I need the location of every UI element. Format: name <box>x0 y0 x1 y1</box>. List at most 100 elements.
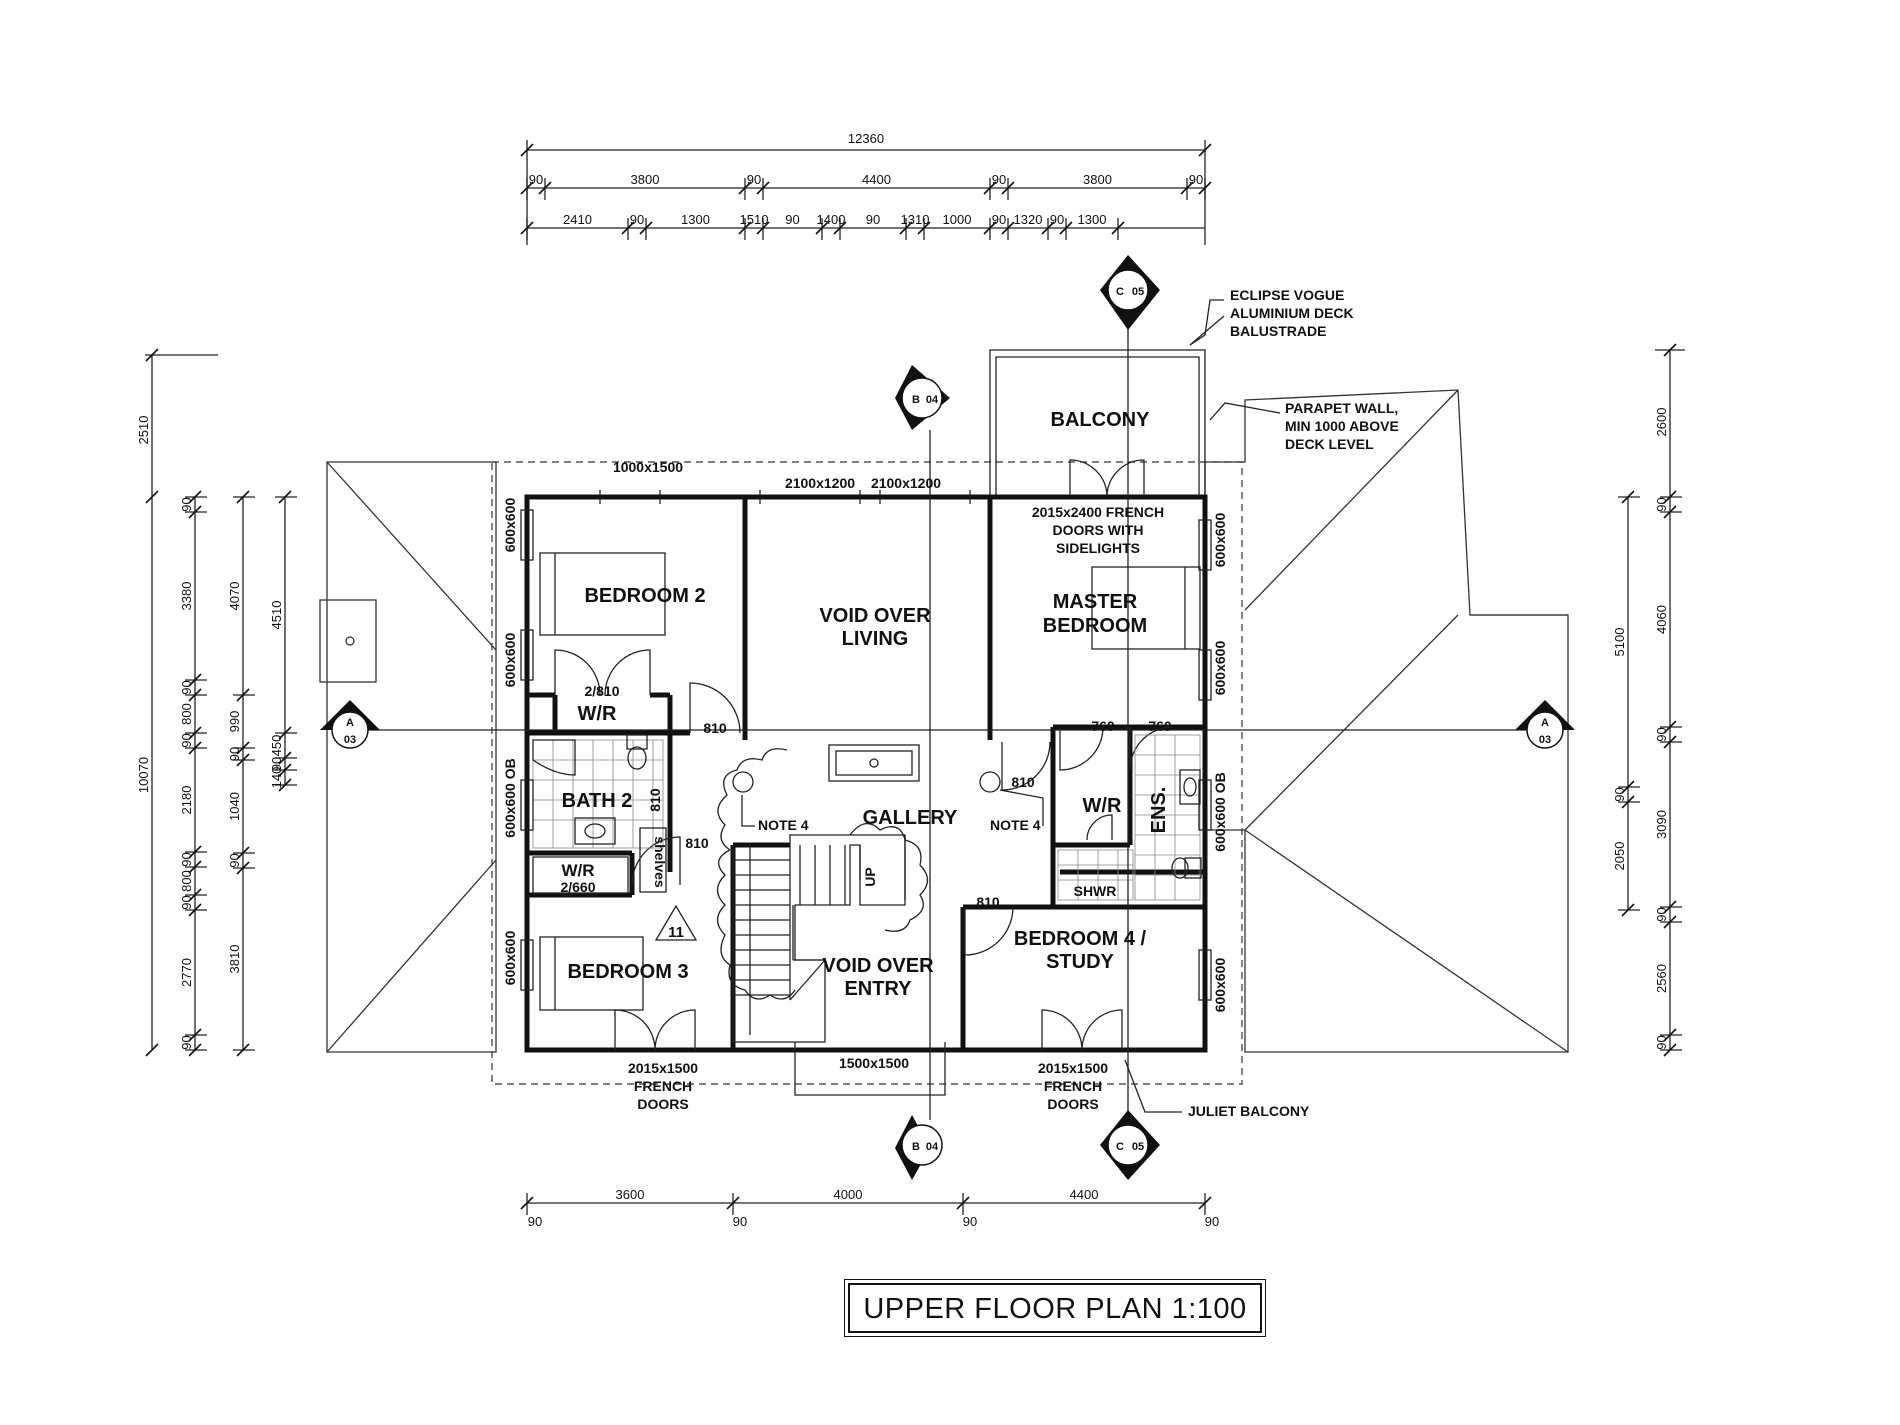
door-810-bed2: 810 <box>703 720 727 736</box>
dimension-value: 90 <box>179 497 194 511</box>
room-master-line2: BEDROOM <box>1043 615 1147 637</box>
door-2015x1500-bed4: 2015x1500 <box>1038 1060 1108 1076</box>
room-labels: BEDROOM 2 VOID OVER LIVING MASTER BEDROO… <box>561 409 1170 1000</box>
window-600x600ob-bath2: 600x600 OB <box>502 758 518 837</box>
balcony-outline <box>989 315 1225 497</box>
door-2015x1500-bed4-doors: DOORS <box>1047 1096 1098 1112</box>
drawing-title-box: UPPER FLOOR PLAN 1:100 <box>848 1283 1262 1333</box>
dimensions-right: 2600 <box>1627 343 1685 1050</box>
dimension-value: 90 <box>227 853 242 867</box>
dimension-value: 1320 <box>1014 212 1043 227</box>
note-parapet-3: DECK LEVEL <box>1285 436 1374 452</box>
stairs <box>732 834 946 1096</box>
dimension-value: 1300 <box>681 212 710 227</box>
roof-outline <box>319 389 1569 1053</box>
section-marker-b-top: B 04 <box>895 365 950 430</box>
dim-left-balcony: 2510 <box>136 416 151 445</box>
room-bedroom-2: BEDROOM 2 <box>584 585 705 607</box>
note-4-right: NOTE 4 <box>990 817 1041 833</box>
window-600x600-bed2a: 600x600 <box>502 498 518 553</box>
section-marker-a-right: A 03 <box>1515 700 1575 749</box>
note-balustrade-3: BALUSTRADE <box>1230 323 1326 339</box>
door-swings <box>554 459 1174 1051</box>
svg-text:C: C <box>1116 1141 1124 1153</box>
dimension-value: 4400 <box>1070 1187 1099 1202</box>
dimension-value: 90 <box>1654 907 1669 921</box>
dimension-value: 90 <box>179 1035 194 1049</box>
dimension-value: 90 <box>1654 727 1669 741</box>
dimension-value: 90 <box>630 212 644 227</box>
dim-top-overall: 12360 <box>848 131 884 146</box>
window-2100x1200-b: 2100x1200 <box>871 475 941 491</box>
room-wr-master: W/R <box>1083 795 1122 817</box>
dimension-value: 2180 <box>179 786 194 815</box>
dimension-value: 4000 <box>834 1187 863 1202</box>
window-1000x1500: 1000x1500 <box>613 459 683 475</box>
dimension-value: 1510 <box>740 212 769 227</box>
dimension-value: 90 <box>227 747 242 761</box>
dimension-value: 1400 <box>817 212 846 227</box>
dimension-value: 2050 <box>1612 842 1627 871</box>
dimension-value: 1300 <box>1078 212 1107 227</box>
dimension-value: 800 <box>179 703 194 725</box>
svg-text:A: A <box>1541 717 1549 729</box>
window-600x600-bed4: 600x600 <box>1212 958 1228 1013</box>
svg-text:05: 05 <box>1132 286 1144 298</box>
section-marker-c-top: C 05 <box>1100 255 1160 330</box>
dimension-value: 140 <box>269 767 284 789</box>
room-bath-2: BATH 2 <box>562 790 633 812</box>
dimension-value: 90 <box>992 172 1006 187</box>
dimension-value: 990 <box>227 711 242 733</box>
room-master-line1: MASTER <box>1053 591 1138 613</box>
door-810-bed3: 810 <box>685 835 709 851</box>
dimension-value: 90 <box>785 212 799 227</box>
door-2015x1500-bed3: 2015x1500 <box>628 1060 698 1076</box>
dimension-value: 4510 <box>269 601 284 630</box>
dimension-value: 90 <box>179 895 194 909</box>
door-2-810: 2/810 <box>584 683 619 699</box>
dimension-value: 90 <box>528 1214 542 1229</box>
section-lines <box>345 310 1545 1120</box>
room-void-living-line2: LIVING <box>842 628 909 650</box>
dimension-value: 4400 <box>862 172 891 187</box>
stair-up-label: UP <box>862 867 878 886</box>
note-french-doors-1: 2015x2400 FRENCH <box>1032 504 1164 520</box>
dimension-value: 90 <box>179 680 194 694</box>
drawing-title: UPPER FLOOR PLAN 1:100 <box>863 1293 1247 1325</box>
svg-text:03: 03 <box>1539 734 1551 746</box>
note-parapet-2: MIN 1000 ABOVE <box>1285 418 1399 434</box>
dim-left-overall: 10070 <box>136 757 151 793</box>
note-juliet-balcony: JULIET BALCONY <box>1188 1103 1310 1119</box>
svg-text:C: C <box>1116 286 1124 298</box>
window-1500x1500: 1500x1500 <box>839 1055 909 1071</box>
dimension-value: 1000 <box>943 212 972 227</box>
level-marker: 11 <box>668 924 684 941</box>
dimension-value: 800 <box>179 870 194 892</box>
room-wr-bed2: W/R <box>578 703 617 725</box>
eaves-line <box>491 461 1243 1085</box>
svg-text:04: 04 <box>926 394 939 406</box>
dimension-value: 90 <box>179 852 194 866</box>
dimension-value: 90 <box>1654 1035 1669 1049</box>
door-2015x1500-bed3-doors: DOORS <box>637 1096 688 1112</box>
window-2100x1200-a: 2100x1200 <box>785 475 855 491</box>
note-balustrade-1: ECLIPSE VOGUE <box>1230 287 1344 303</box>
section-marker-c-bottom: C 05 <box>1100 1110 1160 1180</box>
shrubs <box>716 748 929 1000</box>
dimension-value: 4060 <box>1654 605 1669 634</box>
door-760-ens: 760 <box>1148 718 1172 734</box>
dimension-value: 90 <box>1050 212 1064 227</box>
dimension-value: 1310 <box>901 212 930 227</box>
room-void-living-line1: VOID OVER <box>819 605 931 627</box>
dimension-value: 90 <box>992 212 1006 227</box>
dimension-value: 4070 <box>227 582 242 611</box>
room-wr-bed3: W/R <box>561 861 594 880</box>
room-gallery: GALLERY <box>863 807 958 829</box>
room-void-entry-line2: ENTRY <box>844 978 912 1000</box>
room-shower: SHWR <box>1074 883 1117 899</box>
